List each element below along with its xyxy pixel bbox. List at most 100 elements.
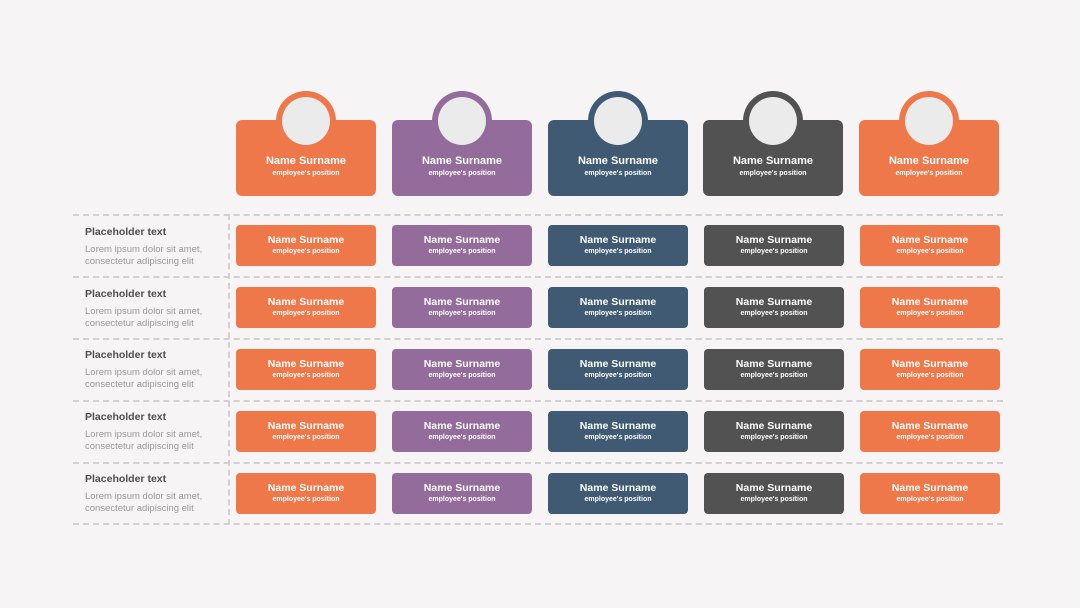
employee-position: employee's position xyxy=(740,248,808,255)
row-divider xyxy=(73,523,1003,525)
employee-name: Name Surname xyxy=(735,482,813,494)
row-divider xyxy=(73,462,1003,464)
employee-position: employee's position xyxy=(584,248,652,255)
employee-position: employee's position xyxy=(272,248,340,255)
leader-position: employee's position xyxy=(428,170,496,177)
leader-card-3: Name Surname employee's position xyxy=(548,91,688,196)
avatar-placeholder-icon xyxy=(282,97,330,145)
employee-name: Name Surname xyxy=(423,234,501,246)
leader-name: Name Surname xyxy=(888,155,970,167)
employee-cell: Name Surname employee's position xyxy=(548,411,688,452)
employee-name: Name Surname xyxy=(735,358,813,370)
leader-name: Name Surname xyxy=(577,155,659,167)
employee-cell: Name Surname employee's position xyxy=(392,411,532,452)
leader-position: employee's position xyxy=(272,170,340,177)
leader-position: employee's position xyxy=(584,170,652,177)
employee-cell: Name Surname employee's position xyxy=(548,287,688,328)
employee-position: employee's position xyxy=(428,372,496,379)
employee-position: employee's position xyxy=(272,434,340,441)
employee-name: Name Surname xyxy=(267,358,345,370)
employee-name: Name Surname xyxy=(891,420,969,432)
employee-cell: Name Surname employee's position xyxy=(236,287,376,328)
leader-card-2: Name Surname employee's position xyxy=(392,91,532,196)
employee-position: employee's position xyxy=(896,372,964,379)
row-label-2: Placeholder text Lorem ipsum dolor sit a… xyxy=(85,288,225,330)
employee-cell: Name Surname employee's position xyxy=(704,411,844,452)
employee-position: employee's position xyxy=(272,372,340,379)
employee-cell: Name Surname employee's position xyxy=(704,225,844,266)
row-description: Lorem ipsum dolor sit amet, consectetur … xyxy=(85,429,203,452)
leader-card-4: Name Surname employee's position xyxy=(703,91,843,196)
employee-position: employee's position xyxy=(428,496,496,503)
employee-name: Name Surname xyxy=(267,234,345,246)
row-description: Lorem ipsum dolor sit amet, consectetur … xyxy=(85,491,203,514)
employee-position: employee's position xyxy=(584,434,652,441)
employee-cell: Name Surname employee's position xyxy=(860,349,1000,390)
employee-position: employee's position xyxy=(896,248,964,255)
row-description: Lorem ipsum dolor sit amet, consectetur … xyxy=(85,306,203,329)
avatar-placeholder-icon xyxy=(438,97,486,145)
row-description: Lorem ipsum dolor sit amet, consectetur … xyxy=(85,244,203,267)
employee-name: Name Surname xyxy=(579,296,657,308)
employee-position: employee's position xyxy=(272,310,340,317)
employee-cell: Name Surname employee's position xyxy=(236,411,376,452)
employee-position: employee's position xyxy=(428,434,496,441)
row-title: Placeholder text xyxy=(85,411,167,423)
employee-name: Name Surname xyxy=(423,482,501,494)
leader-card-1: Name Surname employee's position xyxy=(236,91,376,196)
employee-name: Name Surname xyxy=(579,358,657,370)
employee-cell: Name Surname employee's position xyxy=(860,411,1000,452)
row-divider xyxy=(73,276,1003,278)
employee-position: employee's position xyxy=(896,310,964,317)
employee-position: employee's position xyxy=(740,310,808,317)
employee-cell: Name Surname employee's position xyxy=(860,225,1000,266)
employee-position: employee's position xyxy=(740,372,808,379)
employee-position: employee's position xyxy=(272,496,340,503)
leader-name: Name Surname xyxy=(265,155,347,167)
row-divider xyxy=(73,400,1003,402)
row-title: Placeholder text xyxy=(85,288,167,300)
employee-cell: Name Surname employee's position xyxy=(236,349,376,390)
row-title: Placeholder text xyxy=(85,473,167,485)
employee-cell: Name Surname employee's position xyxy=(392,349,532,390)
employee-name: Name Surname xyxy=(267,420,345,432)
avatar-placeholder-icon xyxy=(749,97,797,145)
employee-cell: Name Surname employee's position xyxy=(236,225,376,266)
employee-name: Name Surname xyxy=(735,420,813,432)
employee-cell: Name Surname employee's position xyxy=(704,287,844,328)
row-label-4: Placeholder text Lorem ipsum dolor sit a… xyxy=(85,411,225,453)
employee-position: employee's position xyxy=(740,434,808,441)
employee-name: Name Surname xyxy=(735,296,813,308)
employee-name: Name Surname xyxy=(423,420,501,432)
employee-position: employee's position xyxy=(584,310,652,317)
employee-name: Name Surname xyxy=(579,420,657,432)
employee-cell: Name Surname employee's position xyxy=(392,473,532,514)
row-description: Lorem ipsum dolor sit amet, consectetur … xyxy=(85,367,203,390)
employee-name: Name Surname xyxy=(579,482,657,494)
leader-card-5: Name Surname employee's position xyxy=(859,91,999,196)
employee-position: employee's position xyxy=(584,496,652,503)
leader-position: employee's position xyxy=(895,170,963,177)
employee-name: Name Surname xyxy=(423,296,501,308)
employee-cell: Name Surname employee's position xyxy=(704,473,844,514)
employee-position: employee's position xyxy=(584,372,652,379)
employee-name: Name Surname xyxy=(267,482,345,494)
leader-position: employee's position xyxy=(739,170,807,177)
leader-name: Name Surname xyxy=(421,155,503,167)
employee-position: employee's position xyxy=(740,496,808,503)
avatar-placeholder-icon xyxy=(905,97,953,145)
employee-name: Name Surname xyxy=(891,234,969,246)
employee-cell: Name Surname employee's position xyxy=(392,287,532,328)
employee-cell: Name Surname employee's position xyxy=(860,473,1000,514)
employee-position: employee's position xyxy=(428,310,496,317)
employee-cell: Name Surname employee's position xyxy=(548,349,688,390)
employee-cell: Name Surname employee's position xyxy=(548,473,688,514)
employee-cell: Name Surname employee's position xyxy=(860,287,1000,328)
row-title: Placeholder text xyxy=(85,349,167,361)
employee-name: Name Surname xyxy=(891,296,969,308)
employee-name: Name Surname xyxy=(891,358,969,370)
column-divider xyxy=(228,214,230,525)
employee-name: Name Surname xyxy=(267,296,345,308)
employee-position: employee's position xyxy=(896,496,964,503)
